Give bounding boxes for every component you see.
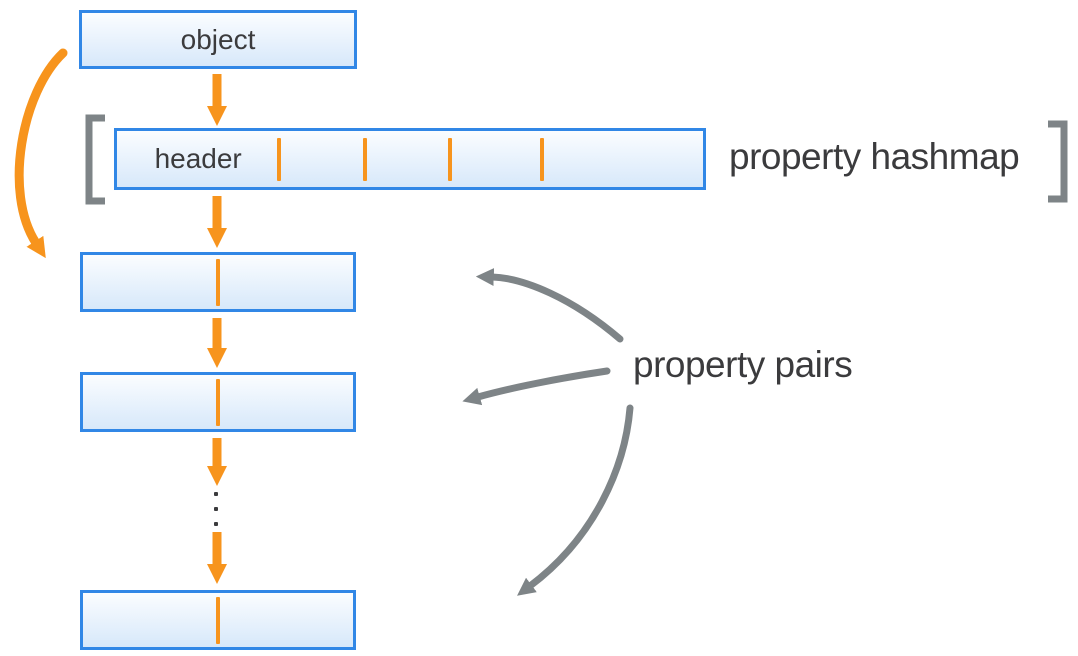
- ellipsis-dot: [214, 492, 218, 496]
- loop-arrow-object-to-pair1: [14, 48, 68, 259]
- pointer-arrow-middle: [462, 367, 611, 406]
- pointer-arrow-bottom: [517, 404, 634, 596]
- bracket-left-icon: [85, 114, 105, 205]
- bracket-right-icon: [1048, 120, 1068, 203]
- pair-divider: [216, 597, 220, 644]
- hashmap-header-box: header: [114, 128, 706, 190]
- slot-divider: [277, 138, 282, 181]
- pairs-caption: property pairs: [633, 344, 853, 385]
- header-label: header: [154, 143, 242, 174]
- pointer-arrow-top: [475, 268, 624, 343]
- ellipsis-dot: [214, 522, 218, 526]
- property-pair-box-2: [80, 372, 356, 432]
- slot-divider: [540, 138, 545, 181]
- slot-divider: [447, 138, 452, 181]
- object-box: object: [79, 10, 357, 69]
- ellipsis-dot: [214, 507, 218, 511]
- property-pair-box-3: [80, 590, 356, 650]
- property-pair-box-1: [80, 252, 356, 312]
- hashmap-caption: property hashmap: [729, 136, 1020, 177]
- ellipsis: [214, 492, 218, 526]
- object-label: object: [180, 23, 256, 55]
- pair-divider: [216, 259, 220, 306]
- slot-divider: [362, 138, 367, 181]
- pair-divider: [216, 379, 220, 426]
